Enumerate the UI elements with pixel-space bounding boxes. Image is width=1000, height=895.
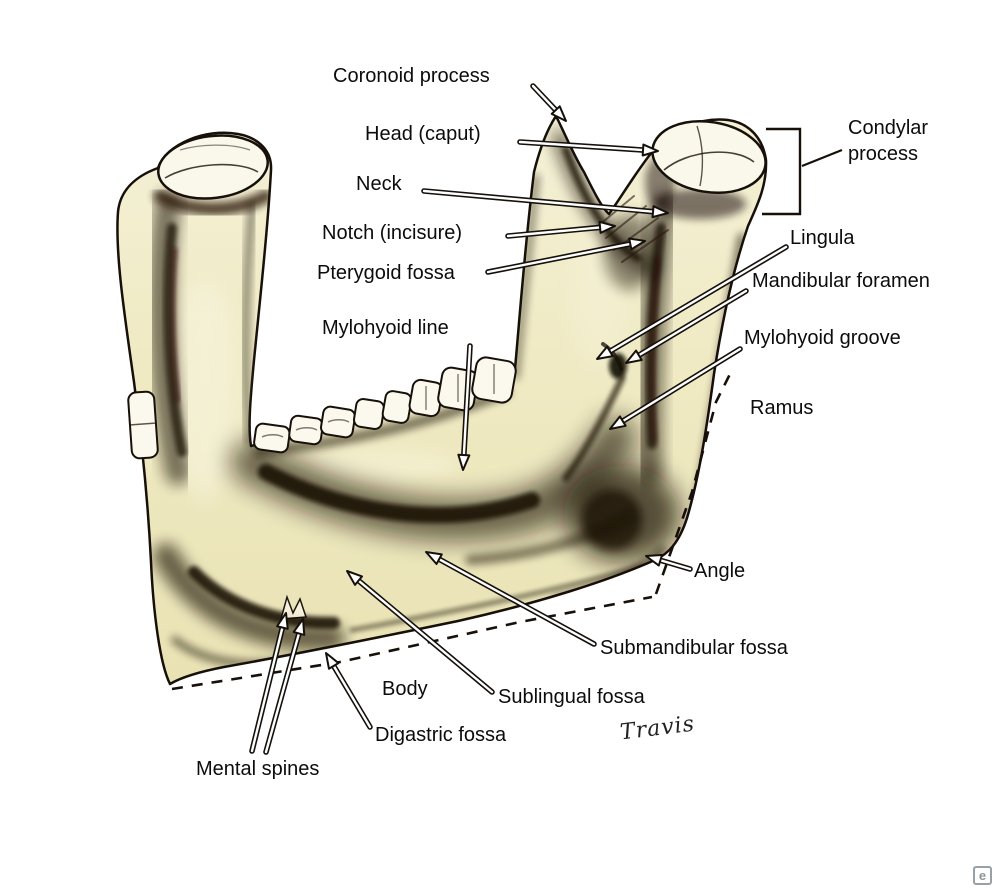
arrow-coronoid-process	[530, 83, 567, 122]
arrow-lingula	[596, 244, 789, 360]
lingula-ridge	[601, 342, 623, 371]
mylohyoid-groove-line	[562, 374, 626, 482]
arrow-angle	[645, 553, 693, 572]
arrow-digastric-fossa	[325, 652, 373, 730]
arrow-mylohyoid-groove	[609, 346, 743, 430]
arrow-mylohyoid-line	[457, 343, 473, 471]
arrow-mental-spines	[263, 618, 306, 755]
condylar-process-bracket	[762, 127, 802, 216]
publisher-logo-glyph: e	[978, 868, 987, 883]
arrow-mental-spines	[249, 612, 289, 754]
arrow-pterygoid-fossa	[485, 237, 646, 275]
arrow-submandibular-fossa	[425, 551, 597, 647]
arrow-mandibular-foramen	[625, 288, 749, 364]
teeth	[253, 356, 517, 454]
mental-spines-detail	[279, 594, 308, 620]
arrow-notch-incisure	[505, 220, 616, 239]
arrow-sublingual-fossa	[346, 570, 495, 695]
publisher-logo-icon: e	[973, 866, 992, 885]
left-condyle	[157, 134, 269, 200]
arrow-neck	[421, 188, 669, 219]
annotation-overlay	[171, 83, 843, 755]
bone-shading	[149, 130, 747, 668]
dashed-region-outline	[654, 367, 735, 595]
arrow-head-caput	[517, 139, 659, 157]
condylar-process-connector	[801, 148, 843, 168]
right-condyle	[651, 120, 767, 194]
far-side-tooth	[127, 390, 159, 460]
